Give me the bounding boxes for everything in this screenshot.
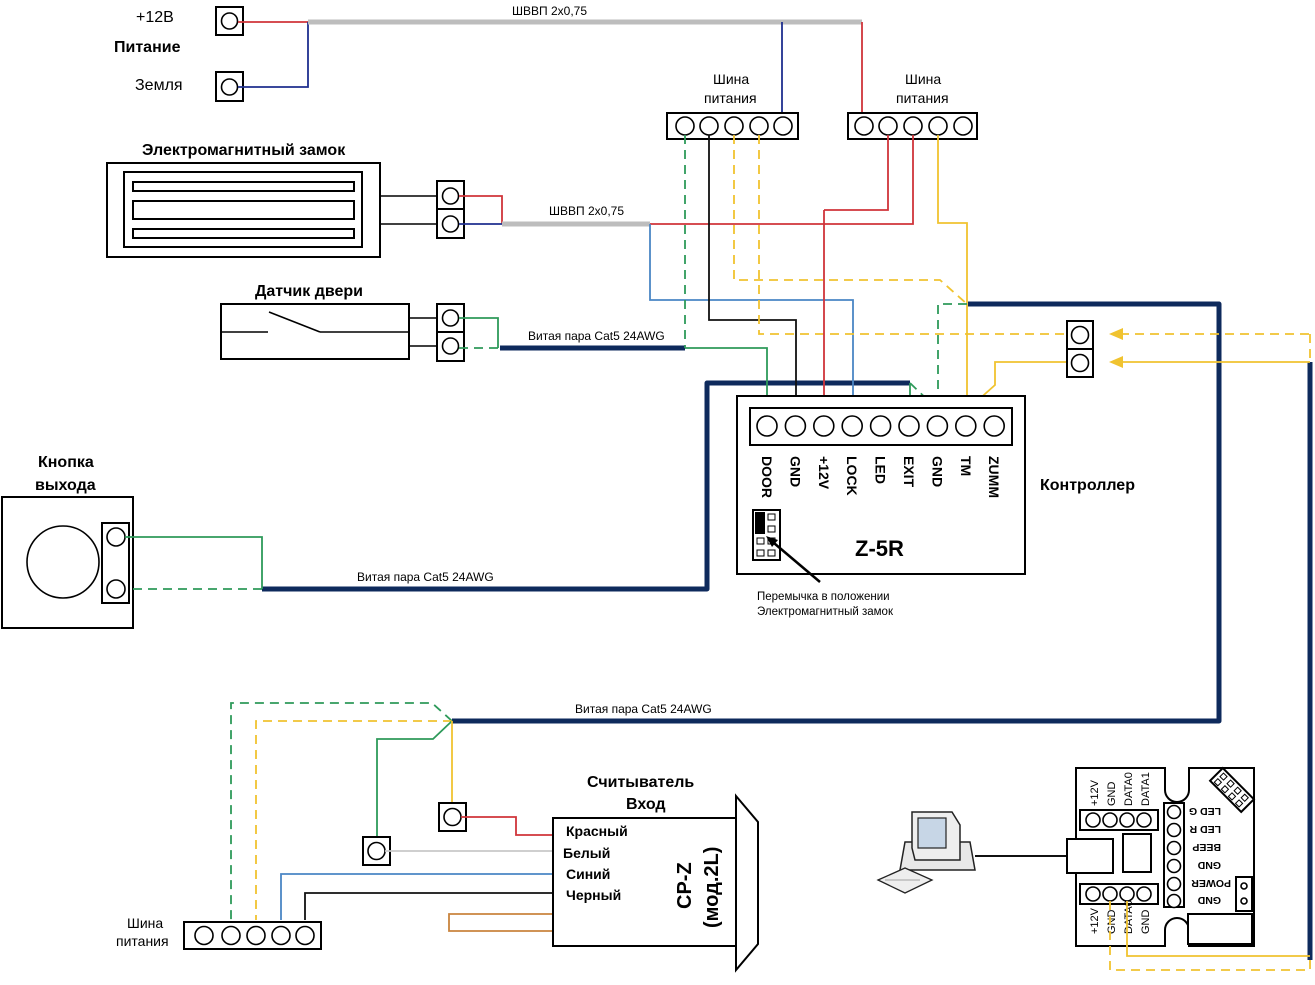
power-bus-1: Шина питания [666, 71, 799, 140]
controller-terminal-zumm [983, 415, 1006, 437]
usb-converter-board: +12V GND DATA0 DATA1 +12V GND DATA0 GND … [1066, 766, 1256, 947]
reader-model-mod: (мод.2L) [701, 847, 723, 928]
converter-side-pin-label: GND [1197, 894, 1221, 906]
cat5-cable-controller-reader [452, 301, 1222, 724]
power-title: Питание [114, 39, 181, 56]
reader-wire-blue: Синий [566, 866, 610, 882]
controller-terminal-label: TM [958, 456, 974, 476]
converter-side-pin-label: LED R [1189, 823, 1221, 835]
power-bus-3-label-2: питания [116, 933, 169, 949]
shvvp-lock-label: ШВВП 2х0,75 [549, 204, 624, 218]
controller-z5r: DOOR GND +12V LOCK LED EXIT GND TM ZUMM Z-5R [736, 395, 1026, 583]
reader-title-1: Считыватель [587, 774, 694, 791]
controller-terminal-label: ZUMM [986, 456, 1002, 498]
cat5-button-label: Витая пара Cat5 24AWG [357, 570, 494, 584]
converter-bottom-pin-label: DATA0 [1123, 900, 1135, 934]
controller-terminal-gnd [926, 415, 949, 437]
power-bus-2: Шина питания [847, 71, 978, 140]
controller-title: Контроллер [1040, 477, 1135, 494]
power-bus-1-label: Шина [713, 71, 749, 87]
computer-icon [876, 811, 976, 894]
converter-side-pin-label: GND [1197, 859, 1221, 871]
arrow-left-icon [1109, 328, 1123, 340]
reader-model: CP-Z [674, 862, 696, 909]
converter-bottom-pin-label: GND [1140, 910, 1152, 935]
converter-top-pin-label: DATA0 [1123, 772, 1135, 806]
converter-side-pin-label: POWER [1191, 877, 1231, 889]
shvvp-top-label: ШВВП 2х0,75 [512, 4, 587, 18]
converter-side-pin-label: BEEP [1192, 841, 1221, 853]
reader-wire-black: Черный [566, 887, 621, 903]
converter-bottom-pin-label: +12V [1089, 907, 1101, 934]
converter-top-pin-label: GND [1106, 782, 1118, 807]
plus12v-label: +12В [136, 9, 174, 26]
tm-terminal-block [1066, 320, 1094, 378]
reader-title-2: Вход [626, 796, 666, 813]
lock-title: Электромагнитный замок [142, 142, 346, 159]
controller-terminal-led [869, 415, 892, 437]
controller-terminal-exit [898, 415, 920, 437]
controller-terminal-label: EXIT [901, 456, 917, 488]
reader-cpz: Считыватель Вход Красный Белый Синий Чер… [552, 774, 759, 973]
controller-terminal-gnd [784, 415, 807, 437]
power-bus-3: Шина питания [116, 915, 322, 950]
cat5-reader-label: Витая пара Cat5 24AWG [575, 702, 712, 716]
jumper-note-line2: Электромагнитный замок [757, 606, 894, 618]
converter-top-pin-label: DATA1 [1140, 772, 1152, 806]
power-bus-3-label: Шина [127, 915, 163, 931]
controller-terminal-label: GND [929, 456, 945, 487]
door-sensor: Датчик двери [220, 283, 465, 362]
cat5-sensor-label: Витая пара Cat5 24AWG [528, 329, 665, 343]
arrow-left-icon [1109, 356, 1123, 368]
electromagnetic-lock: Электромагнитный замок [106, 142, 465, 258]
controller-terminal-door [756, 415, 778, 437]
controller-terminal-plus12v [812, 415, 835, 437]
cat5-cable-button [262, 380, 910, 592]
controller-model: Z-5R [855, 536, 904, 561]
converter-side-pin-label: LED G [1189, 805, 1221, 817]
jumper-pointer-arrow-icon [766, 536, 778, 547]
controller-terminal-label: LOCK [844, 456, 860, 496]
controller-terminal-label: DOOR [759, 456, 775, 498]
door-sensor-title: Датчик двери [255, 283, 363, 300]
exit-button-title-1: Кнопка [38, 454, 94, 471]
controller-terminal-lock [841, 415, 864, 437]
exit-button: Кнопка выхода [1, 454, 134, 629]
power-bus-2-label-2: питания [896, 90, 949, 106]
converter-bottom-pin-label: GND [1106, 910, 1118, 935]
converter-top-pin-label: +12V [1089, 779, 1101, 806]
reader-wire-white: Белый [563, 845, 610, 861]
controller-terminal-label: +12V [816, 456, 832, 490]
jumper-note-line1: Перемычка в положении [757, 591, 890, 603]
controller-terminal-label: LED [873, 456, 889, 484]
power-supply: +12В Питание Земля [114, 6, 244, 102]
exit-button-title-2: выхода [35, 477, 96, 494]
controller-terminal-tm [954, 415, 977, 437]
ground-label: Земля [135, 77, 183, 94]
power-bus-1-label-2: питания [704, 90, 757, 106]
reader-wire-red: Красный [566, 823, 628, 839]
controller-terminal-label: GND [787, 456, 803, 487]
power-bus-2-label: Шина [905, 71, 941, 87]
